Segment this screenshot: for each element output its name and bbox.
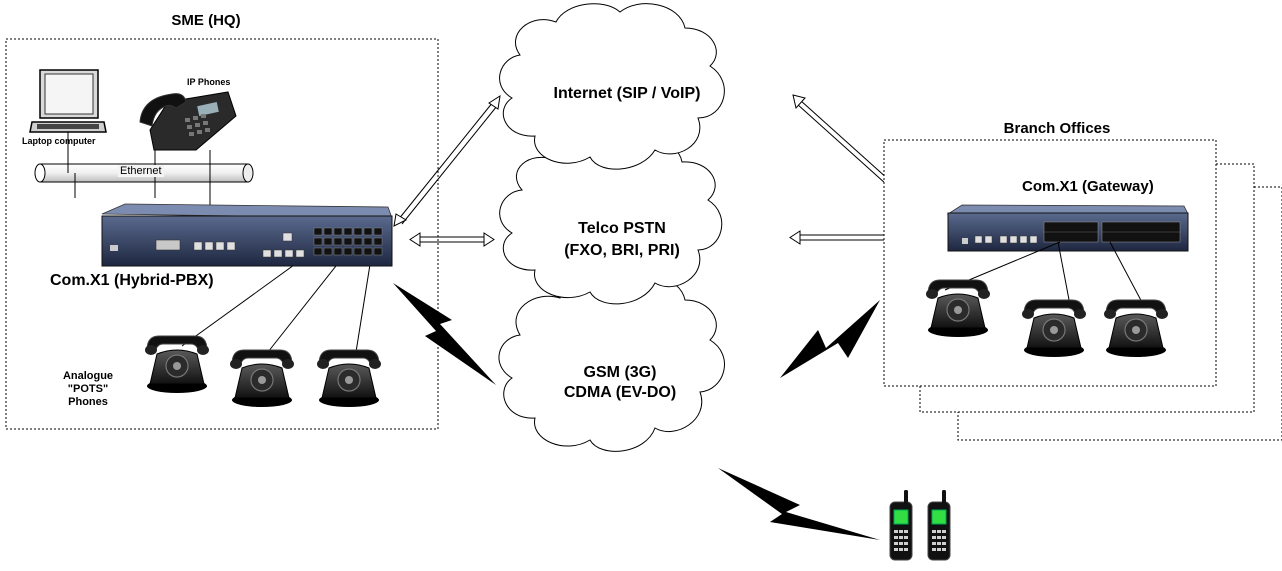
sme-hq-title: SME (HQ): [171, 12, 241, 29]
analogue-phone-icon: [316, 349, 382, 408]
gateway-label: Com.X1 (Gateway): [1022, 178, 1154, 195]
analogue-label-line2: "POTS": [67, 383, 109, 395]
hq-cabling: [67, 132, 373, 353]
hybrid-pbx-device: [101, 203, 393, 267]
hybrid-pbx-label: Com.X1 (Hybrid-PBX): [50, 272, 214, 289]
gsm-cloud-label-line1: GSM (3G): [583, 364, 657, 381]
analogue-phone-icon: [144, 335, 210, 394]
laptop-label: Laptop computer: [22, 136, 96, 146]
internet-cloud-label: Internet (SIP / VoIP): [553, 85, 701, 102]
wireless-links: [393, 283, 880, 540]
analogue-label-line1: Analogue: [62, 370, 114, 382]
mobile-phone-icon: [889, 489, 913, 561]
ethernet-label: Ethernet: [118, 165, 164, 177]
branch-gsm-lightning: [780, 300, 880, 378]
ip-phones-label: IP Phones: [187, 77, 231, 87]
hq-gsm-lightning: [393, 283, 496, 385]
analogue-phone-icon: [229, 349, 295, 408]
pstn-cloud-label-line1: Telco PSTN: [578, 220, 666, 237]
sme-hq-box: [5, 38, 439, 430]
gsm-cloud-label-line2: CDMA (EV-DO): [563, 384, 677, 401]
branch-offices-title: Branch Offices: [1003, 120, 1111, 137]
mobile-gsm-lightning: [718, 468, 880, 540]
ip-phone-icon: [139, 91, 237, 151]
pstn-cloud-label-line2: (FXO, BRI, PRI): [564, 242, 680, 259]
mobile-phone-icon: [927, 489, 951, 561]
hq-pstn-arrow: [409, 232, 495, 247]
gateway-device: [946, 204, 1189, 252]
hq-internet-arrow: [393, 94, 501, 227]
internet-cloud: [499, 3, 725, 170]
laptop-computer-icon: [29, 69, 107, 133]
analogue-label-line3: Phones: [68, 396, 108, 408]
